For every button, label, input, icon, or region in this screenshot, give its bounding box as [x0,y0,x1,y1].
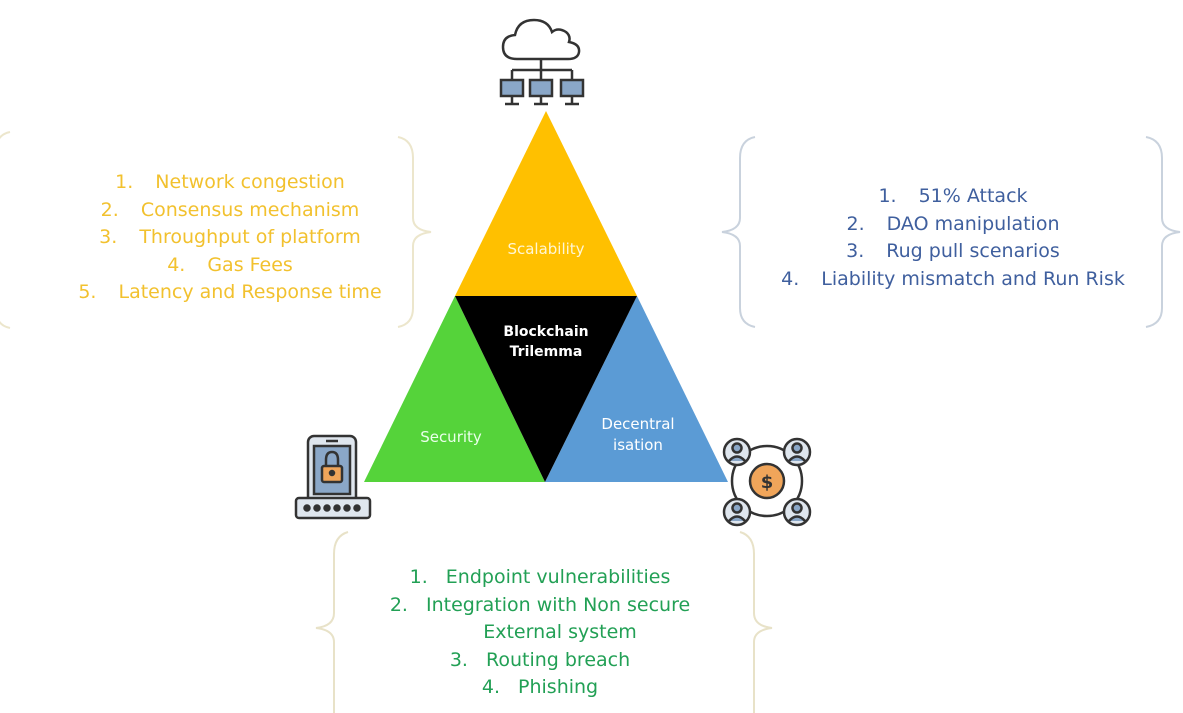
decentralisation-label-line-2: isation [613,436,663,454]
center-label: Blockchain Trilemma [486,322,606,362]
list-item: 4.Gas Fees [167,253,293,276]
list-item: 2.Integration with Non secure [389,593,691,616]
center-triangle [455,296,637,482]
list-item: 1.Network congestion [115,171,345,193]
scalability-issues-list: 1.Network congestion 2.Consensus mechani… [20,169,440,307]
scalability-label: Scalability [507,240,585,258]
security-issues-list: 1.Endpoint vulnerabilities 2.Integration… [340,564,740,702]
list-item: 1.51% Attack [878,185,1028,207]
list-item: 5.Latency and Response time [78,281,382,303]
center-label-line-1: Blockchain [503,324,589,340]
list-item: 3.Routing breach [449,648,631,671]
brace-scalability-right [397,136,432,328]
security-triangle [364,296,545,482]
brace-security-right [739,531,773,713]
list-item: 3.Throughput of platform [99,226,361,248]
brace-scalability [0,131,11,329]
list-item: 4.Phishing [481,676,599,698]
phone-lock-password-icon [294,434,372,520]
brace-decentral-left [721,136,756,328]
brace-decentral-right [1145,136,1181,328]
svg-text:$: $ [761,472,774,493]
list-item: 2.DAO manipulation [846,212,1060,235]
list-item: 4.Liability mismatch and Run Risk [781,267,1125,290]
scalability-triangle [455,111,637,296]
decentralisation-label: Decentral isation [588,414,688,456]
people-currency-network-icon: $ [722,437,812,527]
list-item-continuation: External system [483,621,637,643]
list-item: 3.Rug pull scenarios [846,240,1060,262]
cloud-network-icon [499,18,585,106]
brace-security-left [315,531,349,713]
decentralisation-label-line-1: Decentral [601,415,675,433]
center-label-line-2: Trilemma [509,344,583,360]
list-item: 1.Endpoint vulnerabilities [409,566,671,588]
decentralisation-issues-list: 1.51% Attack 2.DAO manipulation 3.Rug pu… [748,183,1158,293]
list-item: 2.Consensus mechanism [100,198,360,221]
decentralisation-triangle [545,296,728,482]
security-label: Security [420,428,482,446]
